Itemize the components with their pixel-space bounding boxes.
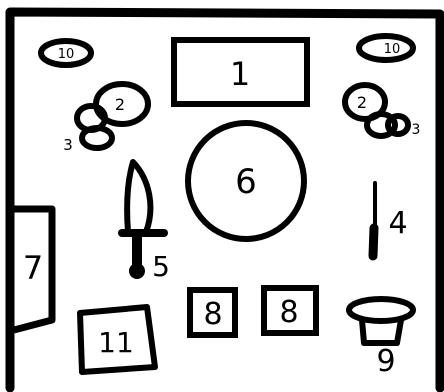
label-square-left-8: 8 — [203, 297, 222, 332]
label-box-1: 1 — [230, 55, 250, 93]
label-blob-right-3: 3 — [412, 122, 421, 138]
label-oval-right-10: 10 — [384, 42, 401, 57]
label-oval-left-10: 10 — [58, 47, 75, 62]
blob-left — [77, 84, 148, 148]
label-knife-5: 5 — [152, 250, 170, 283]
label-blob-right-2: 2 — [357, 93, 367, 112]
label-circle-6: 6 — [235, 162, 257, 202]
label-square-right-8: 8 — [279, 295, 298, 330]
label-wand-4: 4 — [388, 206, 407, 241]
label-pot-9: 9 — [376, 344, 395, 379]
pot-9 — [349, 299, 413, 343]
blob-right — [345, 85, 408, 136]
label-trapezoid-11: 11 — [98, 326, 134, 359]
wand-4 — [373, 183, 375, 256]
label-door-7: 7 — [23, 249, 43, 287]
label-blob-left-3: 3 — [63, 136, 73, 154]
label-blob-left-2: 2 — [115, 95, 125, 114]
